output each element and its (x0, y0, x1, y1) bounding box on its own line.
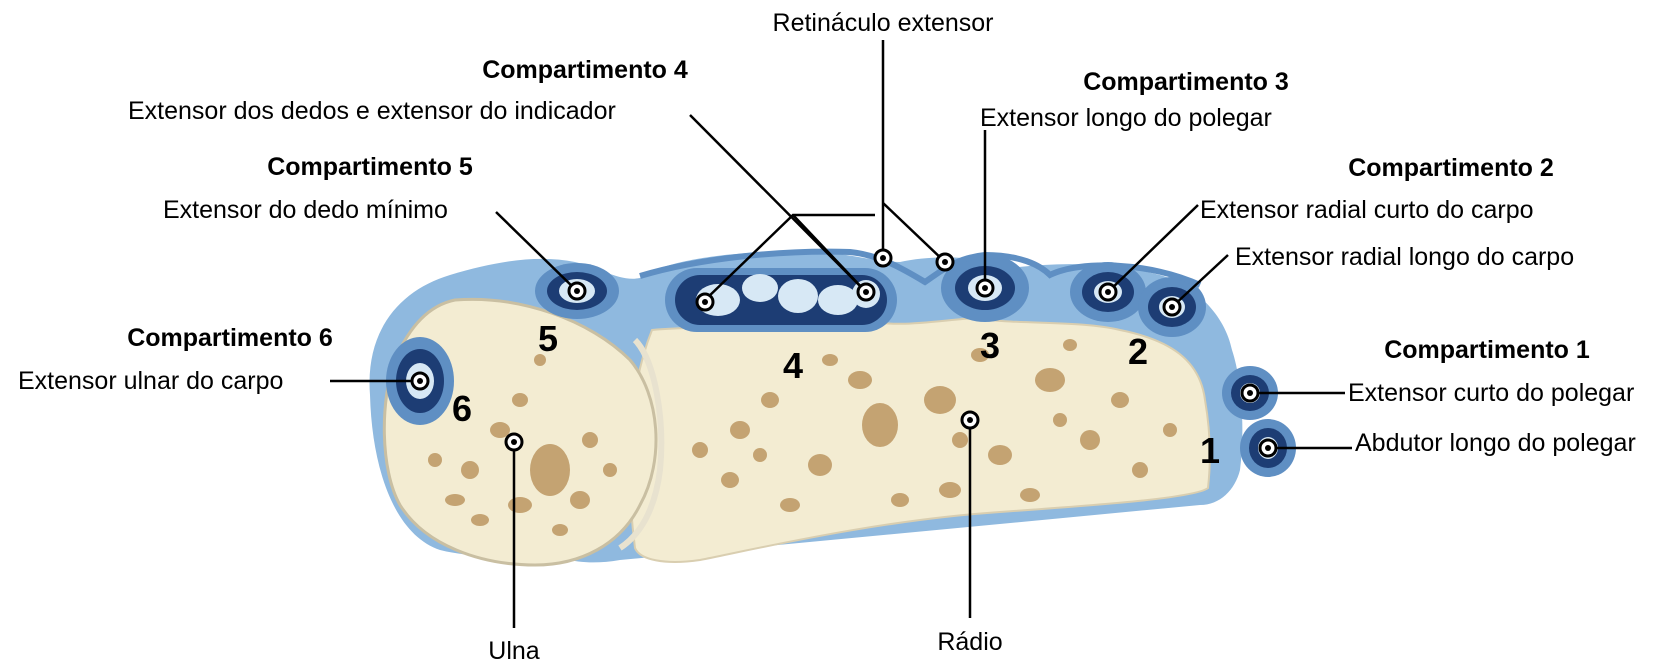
dot-c4-b (858, 284, 874, 300)
dot-c6 (412, 373, 428, 389)
number-3: 3 (980, 325, 1000, 366)
dot-retinaculum-2 (937, 254, 953, 270)
number-5: 5 (538, 318, 558, 359)
label-c4-header: Compartimento 4 (482, 56, 688, 84)
label-c2-header: Compartimento 2 (1348, 154, 1554, 182)
label-c4-desc: Extensor dos dedos e extensor do indicad… (128, 97, 616, 125)
label-c3-header: Compartimento 3 (1083, 68, 1289, 96)
label-c1-desc-a: Extensor curto do polegar (1348, 379, 1634, 407)
dot-c2-a (1100, 284, 1116, 300)
label-c5-header: Compartimento 5 (267, 153, 473, 181)
anatomy (370, 252, 1296, 565)
number-6: 6 (452, 388, 472, 429)
label-c5-desc: Extensor do dedo mínimo (163, 196, 448, 224)
dot-ulna (506, 434, 522, 450)
label-c6-desc: Extensor ulnar do carpo (18, 367, 283, 395)
dot-c5 (569, 283, 585, 299)
label-c3-desc: Extensor longo do polegar (980, 104, 1272, 132)
label-c1-header: Compartimento 1 (1384, 336, 1590, 364)
label-c2-desc-b: Extensor radial longo do carpo (1235, 243, 1574, 271)
dot-c3 (977, 280, 993, 296)
label-ulna: Ulna (488, 637, 540, 662)
dot-c1-a (1242, 385, 1258, 401)
label-c2-desc-a: Extensor radial curto do carpo (1200, 196, 1534, 224)
number-2: 2 (1128, 331, 1148, 372)
label-c1-desc-b: Abdutor longo do polegar (1355, 429, 1636, 457)
number-1: 1 (1200, 430, 1220, 471)
dot-retinaculum (875, 250, 891, 266)
dot-c1-b (1260, 440, 1276, 456)
label-radio: Rádio (937, 628, 1002, 656)
label-c6-header: Compartimento 6 (127, 324, 333, 352)
dot-c4-a (697, 294, 713, 310)
number-4: 4 (783, 345, 803, 386)
dot-radio (962, 412, 978, 428)
dot-c2-b (1164, 299, 1180, 315)
label-retinaculo: Retináculo extensor (773, 9, 994, 37)
